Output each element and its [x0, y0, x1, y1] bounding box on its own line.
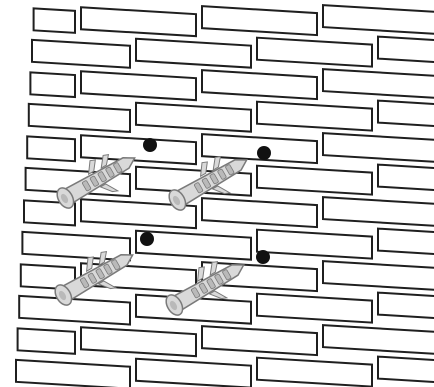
brick [136, 103, 251, 132]
drill-hole [257, 146, 271, 160]
brick [257, 102, 372, 131]
brick [18, 328, 75, 353]
brick [323, 69, 434, 98]
brick [202, 198, 317, 227]
brick [323, 5, 434, 34]
drill-hole [140, 232, 154, 246]
brick [30, 72, 75, 97]
brick [81, 327, 196, 356]
brick [378, 101, 434, 128]
brick [81, 7, 196, 36]
brick [19, 296, 130, 325]
brick [378, 165, 434, 192]
brick [32, 40, 130, 68]
brick [29, 104, 130, 132]
brick [136, 231, 251, 260]
brick [257, 358, 372, 387]
brick [323, 197, 434, 226]
brick [202, 326, 317, 355]
drill-hole [143, 138, 157, 152]
brick [16, 360, 130, 387]
brick [257, 38, 372, 67]
brick [323, 325, 434, 354]
brick [27, 136, 75, 161]
brick [323, 133, 434, 162]
brick [81, 135, 196, 164]
brick [378, 37, 434, 64]
brick [22, 232, 130, 260]
brick [202, 70, 317, 99]
brick [136, 39, 251, 68]
brick [378, 293, 434, 320]
brick [378, 229, 434, 256]
brick [257, 294, 372, 323]
brick [257, 230, 372, 259]
brick [378, 357, 434, 384]
brick [81, 71, 196, 100]
brick [136, 359, 251, 387]
brick [323, 261, 434, 290]
brick [202, 6, 317, 35]
brick [257, 166, 372, 195]
brick [34, 8, 75, 32]
drill-hole [256, 250, 270, 264]
